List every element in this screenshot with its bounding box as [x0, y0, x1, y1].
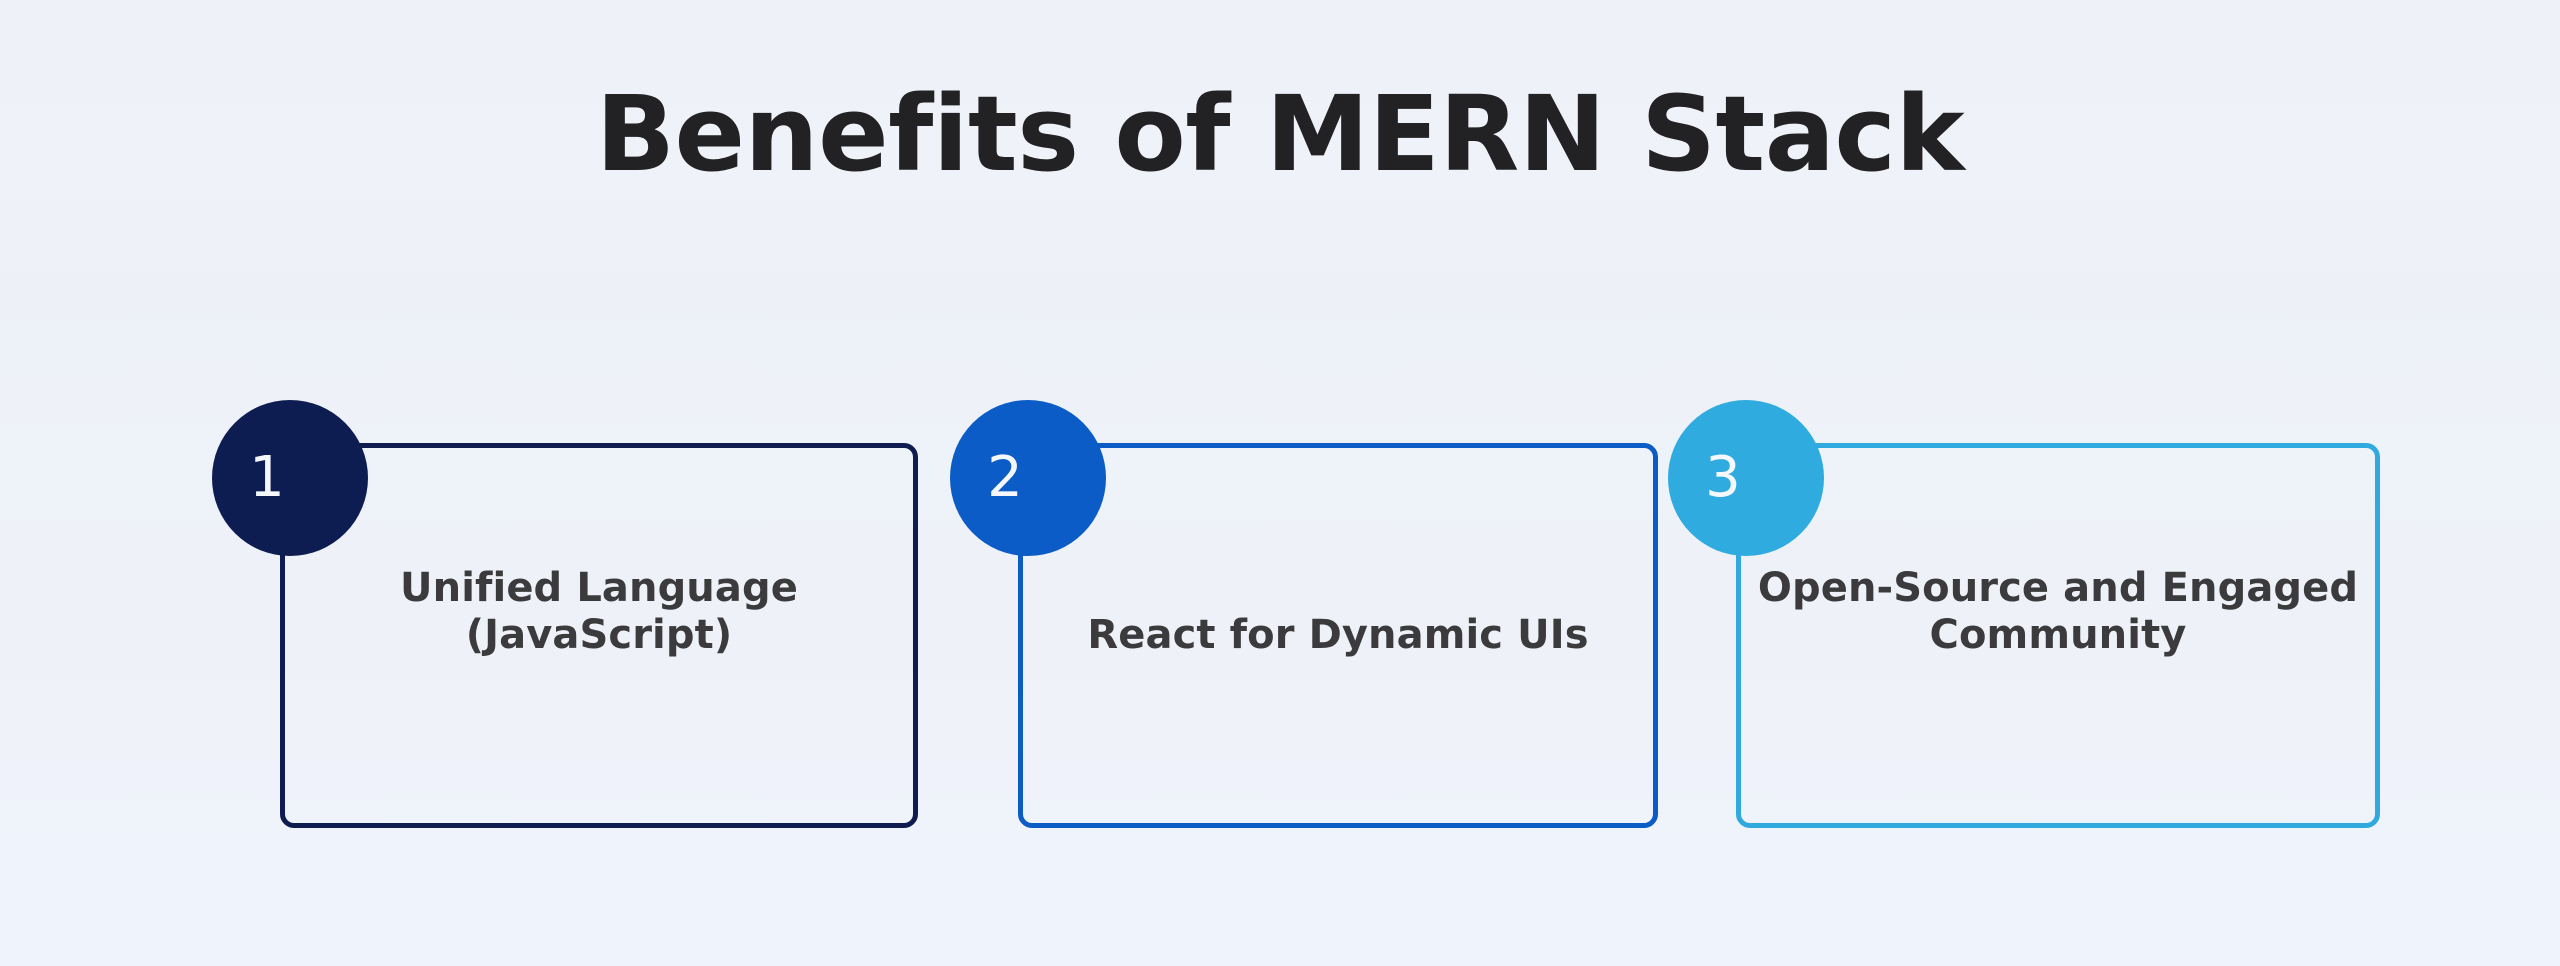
card-label-2: React for Dynamic UIs — [1087, 612, 1589, 658]
card-outline-2 — [1018, 443, 1658, 828]
card-number-2: 2 — [987, 445, 1023, 510]
card-label-1: Unified Language (JavaScript) — [400, 565, 798, 659]
card-label-3: Open-Source and Engaged Community — [1757, 565, 2359, 659]
card-number-3: 3 — [1705, 445, 1741, 510]
page-title: Benefits of MERN Stack — [595, 73, 1965, 195]
card-outline-3 — [1736, 443, 2380, 828]
card-number-badge-1: 1 — [212, 400, 368, 556]
card-outline-1 — [280, 443, 918, 828]
card-number-1: 1 — [249, 445, 285, 510]
card-number-badge-3: 3 — [1668, 400, 1824, 556]
card-number-badge-2: 2 — [950, 400, 1106, 556]
